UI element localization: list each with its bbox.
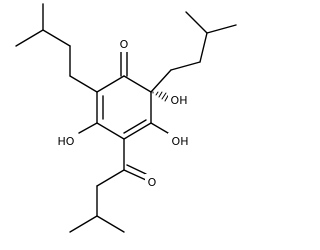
bond-acyl-4: [96, 215, 125, 233]
bond-c3-c4: [123, 122, 152, 140]
left-isopentyl-chain: [15, 3, 98, 93]
bond-chain-l3: [42, 29, 71, 47]
label-bg-acyl-o: [145, 174, 159, 190]
atom-label-ring-oh: OH: [171, 94, 188, 107]
bond-chain-r4: [206, 24, 237, 34]
bond-c3-c4-double: [123, 119, 147, 134]
bond-c1-c2: [123, 75, 152, 93]
bond-acyl-o: [123, 169, 147, 181]
bond-chain-l4: [15, 29, 44, 47]
bond-chain-l1: [69, 75, 98, 93]
bond-chain-r3: [199, 32, 208, 63]
bond-c3-oh: [150, 122, 169, 134]
bond-chain-r5: [185, 11, 208, 34]
hash-4: [161, 92, 167, 100]
bond-c4-c5: [96, 122, 125, 140]
atom-label-ho-left: HO: [58, 135, 75, 148]
bond-c5-oh: [78, 122, 98, 134]
label-bg-ketone-o: [116, 36, 132, 52]
bond-acyl-o-double: [126, 164, 147, 175]
molecule-structure: O OH HO OH O: [15, 3, 237, 233]
hash-2: [155, 91, 159, 96]
ketone-group: [120, 51, 128, 77]
hash-3: [158, 91, 163, 98]
label-bg-oh-right: [168, 133, 192, 149]
atom-label-oh-right: OH: [172, 135, 189, 148]
bond-chain-r2: [170, 61, 201, 71]
bond-acyl-1: [96, 169, 125, 187]
label-bg-ho-left: [54, 133, 78, 149]
atom-label-ketone-o: O: [120, 38, 129, 51]
atom-label-acyl-o: O: [148, 176, 157, 189]
hashed-wedge-bond: [152, 91, 170, 102]
label-bg-ring-oh: [168, 92, 190, 108]
acyl-chain: [69, 138, 147, 233]
bond-acyl-3: [69, 215, 98, 233]
atom-labels: O OH HO OH O: [54, 36, 192, 190]
right-isopentyl-chain: [150, 11, 237, 93]
bond-chain-r1: [150, 69, 172, 93]
bond-c6-c1: [96, 75, 125, 93]
ring: [96, 75, 152, 140]
